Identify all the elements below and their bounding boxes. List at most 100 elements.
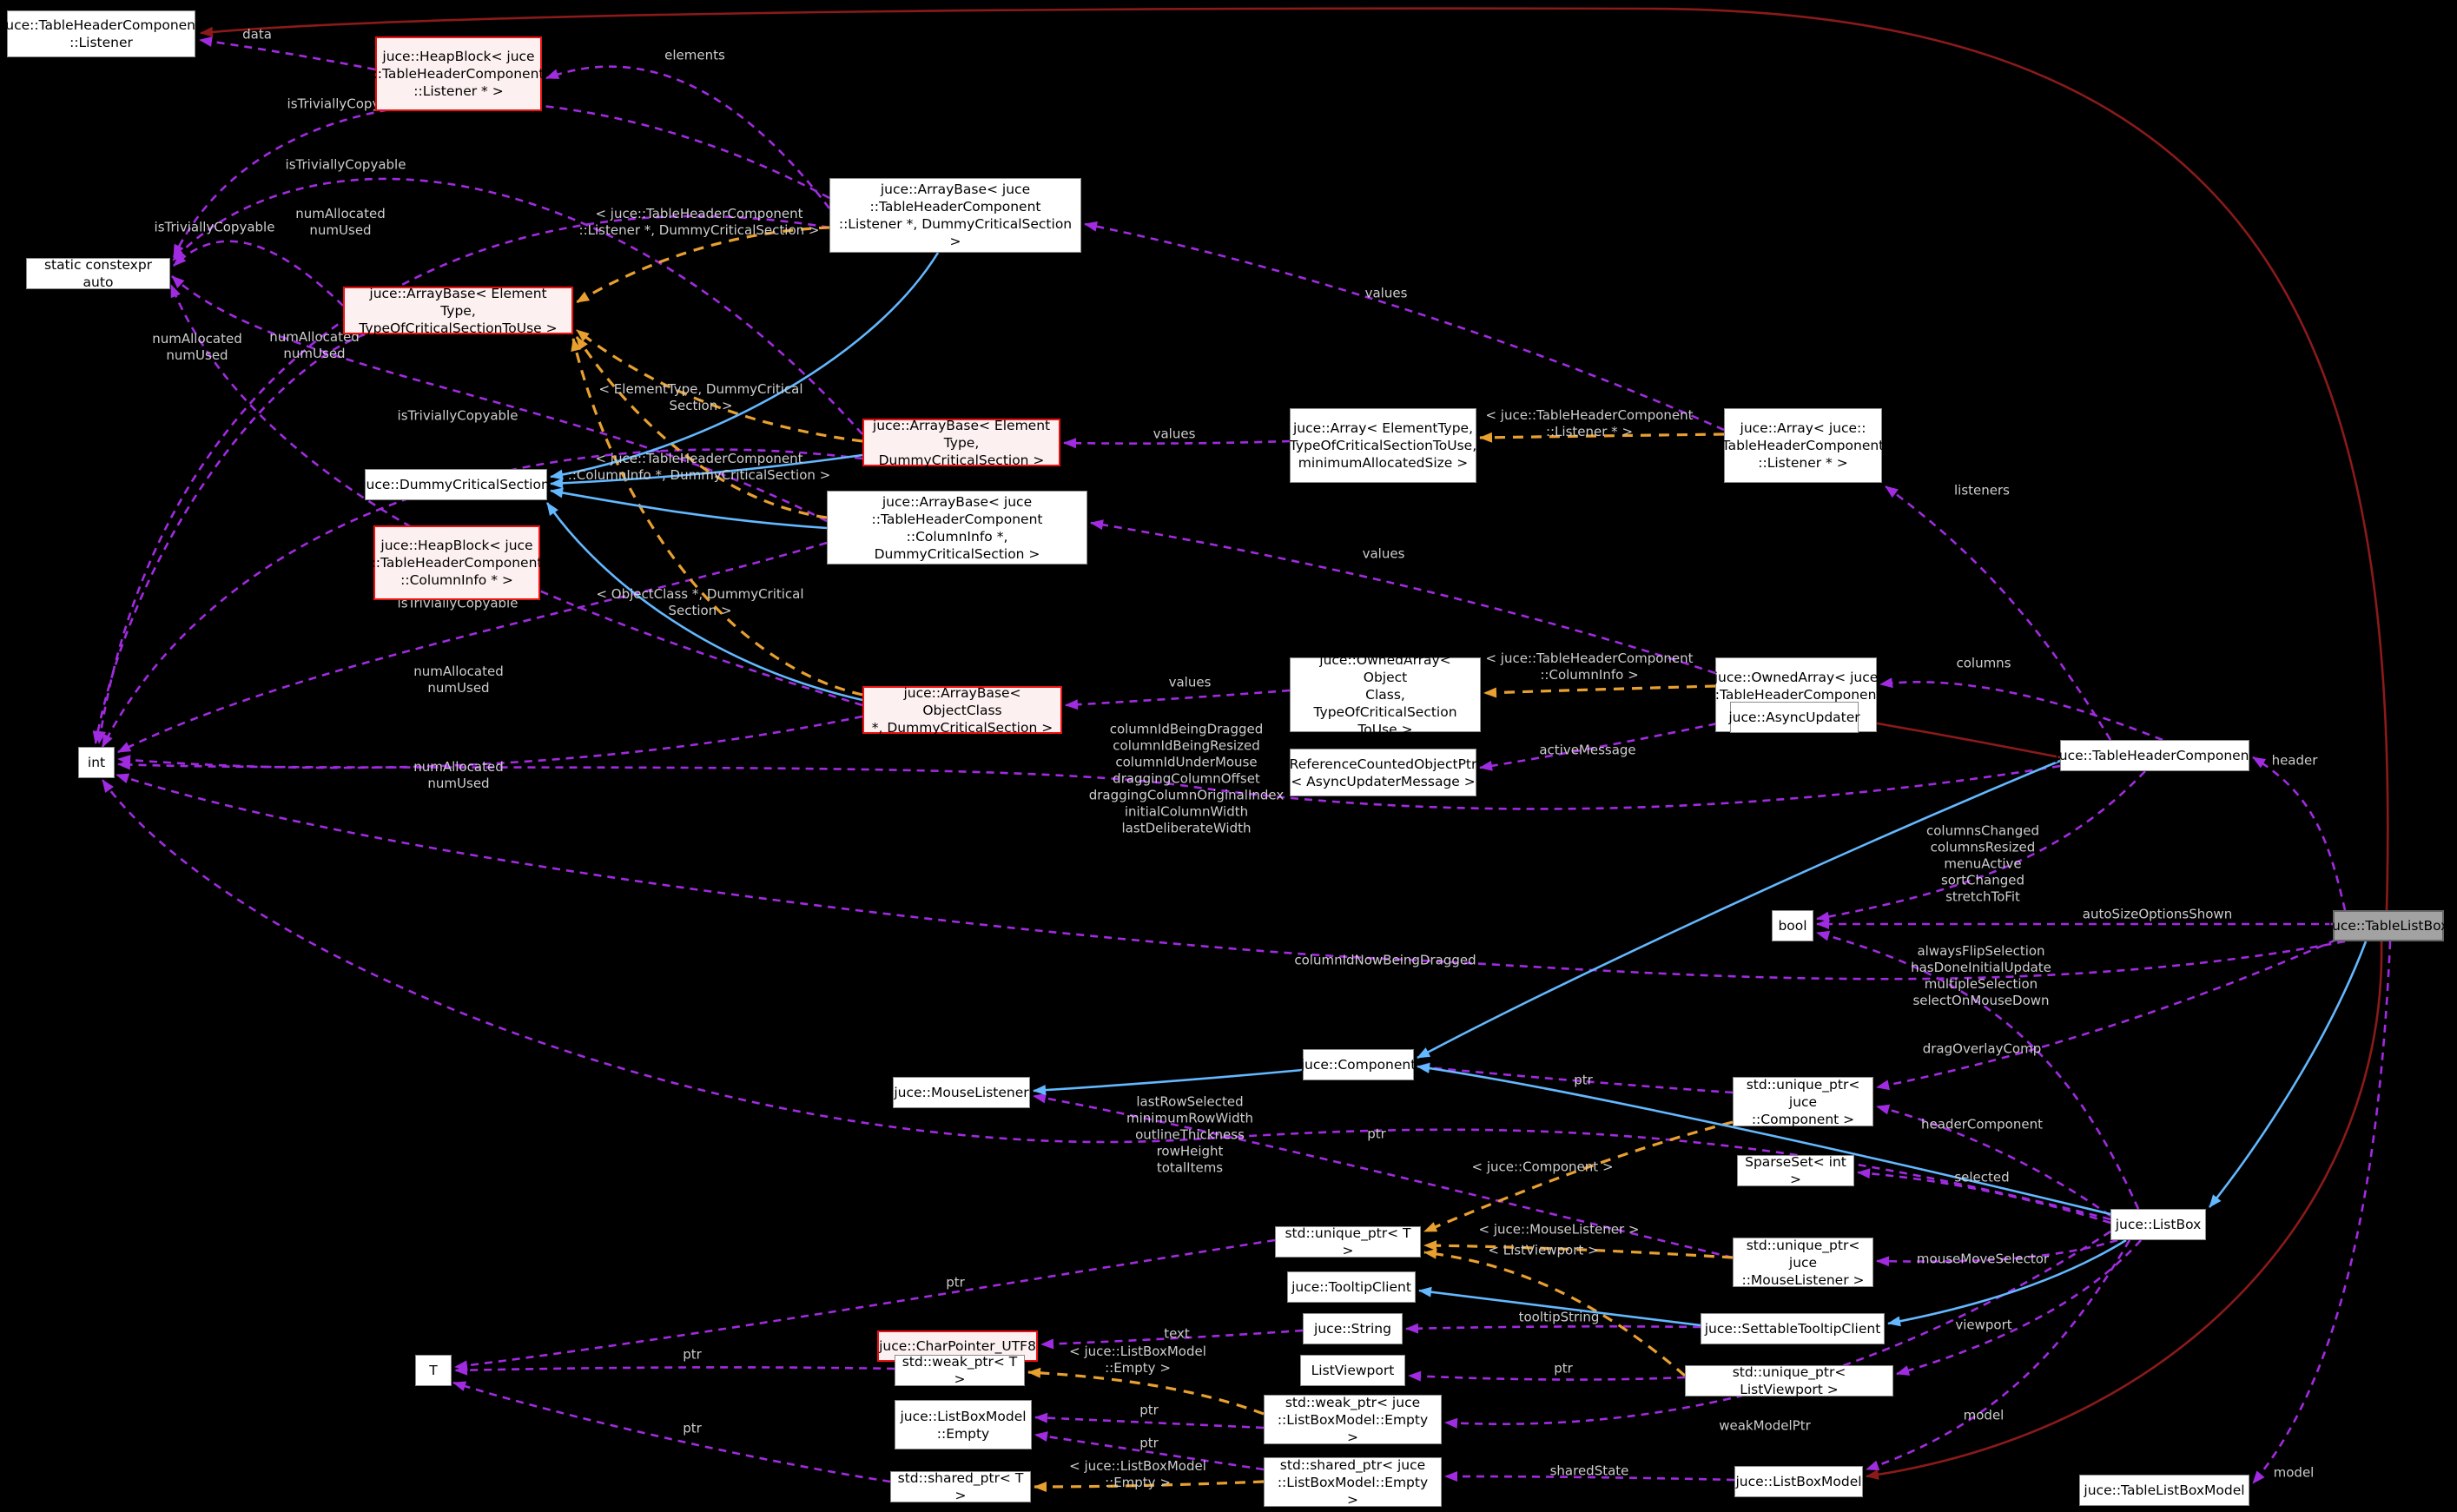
edge-arraybase-elem-cs-to-int	[92, 333, 366, 744]
edge-uptr-mouselistener-to-uptr-t	[1423, 1240, 1734, 1259]
edge-tableheadercomponent-to-component	[1417, 759, 2061, 1060]
node-settabletooltipclient[interactable]: juce::SettableTooltipClient	[1701, 1313, 1885, 1344]
node-listboxmodel-empty[interactable]: juce::ListBoxModel ::Empty	[895, 1400, 1032, 1449]
edge-listboxmodel-to-sharedptr-empty	[1444, 1471, 1735, 1482]
node-uptr-mouselistener[interactable]: std::unique_ptr< juce ::MouseListener >	[1733, 1238, 1873, 1288]
edge-tablelistbox-to-listboxmodel	[1866, 941, 2383, 1480]
edge-array-listener-to-array-elem	[1479, 432, 1725, 443]
node-weakptr-empty[interactable]: std::weak_ptr< juce ::ListBoxModel::Empt…	[1264, 1395, 1442, 1445]
edge-heapblock-listener-to-thc-listener	[199, 36, 376, 71]
edge-weakptr-t-to-t	[454, 1364, 895, 1376]
node-dummy-critical-section[interactable]: juce::DummyCriticalSection	[362, 469, 550, 500]
edge-arraybase-elem-cs-to-static-constexpr-auto	[173, 240, 344, 307]
edge-uptr-listviewport-to-uptr-t	[1423, 1248, 1687, 1377]
node-uptr-component[interactable]: std::unique_ptr< juce ::Component >	[1733, 1077, 1873, 1127]
node-tablelistboxmodel[interactable]: juce::TableListBoxModel	[2079, 1475, 2249, 1506]
edge-listbox-to-uptr-mouselistener	[1876, 1238, 2118, 1267]
node-thc-listener[interactable]: juce::TableHeaderComponent ::Listener	[2, 10, 201, 57]
edge-sharedptr-t-to-t	[452, 1381, 891, 1483]
edge-tablelistbox-to-listbox	[2208, 941, 2368, 1208]
node-array-listener[interactable]: juce::Array< juce:: TableHeaderComponent…	[1722, 408, 1884, 483]
node-int[interactable]: int	[78, 747, 115, 778]
edge-arraybase-object-dummy-to-int	[117, 715, 863, 769]
edge-tablelistbox-to-tableheadercomponent	[2252, 756, 2347, 911]
node-array-elem[interactable]: juce::Array< ElementType, TypeOfCritical…	[1290, 408, 1476, 483]
edge-arraybase-elem-dummy-to-dummy-critical-section	[550, 453, 863, 489]
edge-ownedarray-object-to-arraybase-object-dummy	[1065, 689, 1291, 710]
node-listviewport[interactable]: ListViewport	[1300, 1355, 1405, 1386]
edge-uptr-component-to-component	[1417, 1062, 1734, 1094]
node-arraybase-listener-dummy[interactable]: juce::ArrayBase< juce ::TableHeaderCompo…	[829, 178, 1081, 253]
edge-arraybase-elem-dummy-to-arraybase-elem-cs	[576, 328, 863, 443]
node-listbox[interactable]: juce::ListBox	[2110, 1209, 2206, 1240]
node-bool[interactable]: bool	[1772, 910, 1813, 941]
edge-weakptr-empty-to-listboxmodel-empty	[1034, 1412, 1265, 1429]
edge-sharedptr-empty-to-sharedptr-t	[1034, 1480, 1265, 1492]
edge-arraybase-object-dummy-to-arraybase-elem-cs	[571, 338, 863, 697]
node-arraybase-columninfo-dummy[interactable]: juce::ArrayBase< juce ::TableHeaderCompo…	[827, 491, 1087, 565]
node-arraybase-object-dummy[interactable]: juce::ArrayBase< ObjectClass *, DummyCri…	[862, 685, 1062, 736]
edge-uptr-t-to-t	[454, 1238, 1276, 1371]
node-uptr-listviewport[interactable]: std::unique_ptr< ListViewport >	[1685, 1364, 1893, 1397]
edge-arraybase-object-dummy-to-dummy-critical-section	[545, 502, 863, 702]
node-heapblock-columninfo[interactable]: juce::HeapBlock< juce ::TableHeaderCompo…	[372, 525, 542, 600]
node-sharedptr-t[interactable]: std::shared_ptr< T >	[890, 1470, 1031, 1503]
node-heapblock-listener[interactable]: juce::HeapBlock< juce ::TableHeaderCompo…	[373, 36, 544, 111]
edge-uptr-component-to-uptr-t	[1423, 1120, 1734, 1233]
edge-arraybase-elem-dummy-to-int	[101, 448, 863, 748]
edge-arraybase-columninfo-dummy-to-dummy-critical-section	[550, 487, 828, 530]
edge-settabletooltipclient-to-tooltipclient	[1418, 1286, 1701, 1327]
edge-arraybase-elem-dummy-to-static-constexpr-auto	[172, 177, 863, 435]
node-tableheadercomponent[interactable]: juce::TableHeaderComponent	[2055, 740, 2255, 771]
edge-arraybase-columninfo-dummy-to-int	[117, 541, 828, 754]
edge-listbox-to-bool	[1816, 930, 2140, 1210]
node-component[interactable]: juce::Component	[1301, 1049, 1416, 1080]
node-mouselistener[interactable]: juce::MouseListener	[893, 1077, 1030, 1108]
node-static-constexpr-auto[interactable]: static constexpr auto	[26, 257, 170, 290]
node-tooltipclient[interactable]: juce::TooltipClient	[1287, 1271, 1416, 1303]
node-listboxmodel[interactable]: juce::ListBoxModel	[1734, 1466, 1863, 1497]
edge-tableheadercomponent-to-bool	[1816, 770, 2146, 922]
edge-arraybase-columninfo-dummy-to-static-constexpr-auto	[171, 275, 828, 523]
edge-listbox-to-sparseset-int	[1857, 1168, 2111, 1225]
node-uptr-t[interactable]: std::unique_ptr< T >	[1275, 1225, 1421, 1258]
node-arraybase-elem-dummy[interactable]: juce::ArrayBase< Element Type, DummyCrit…	[862, 418, 1060, 468]
edge-tablelistbox-to-tablelistboxmodel	[2252, 941, 2392, 1484]
edge-listbox-to-uptr-component	[1876, 1104, 2111, 1218]
edge-listbox-to-uptr-listviewport	[1896, 1239, 2142, 1376]
edge-listbox-to-component	[1417, 1063, 2111, 1216]
edge-tablelistbox-to-int	[116, 773, 2346, 980]
node-ownedarray-object[interactable]: juce::OwnedArray< Object Class, TypeOfCr…	[1290, 652, 1481, 737]
node-asyncupdater[interactable]: juce::AsyncUpdater	[1728, 702, 1860, 733]
edge-tableheadercomponent-to-asyncupdater	[1861, 717, 2061, 759]
node-weakptr-t[interactable]: std::weak_ptr< T >	[895, 1354, 1025, 1387]
edge-listbox-to-listboxmodel	[1866, 1239, 2131, 1471]
edge-component-to-mouselistener	[1033, 1068, 1304, 1096]
node-t[interactable]: T	[415, 1355, 452, 1386]
edge-array-elem-to-arraybase-elem-dummy	[1063, 438, 1291, 449]
node-tablelistbox[interactable]: juce::TableListBox	[2328, 910, 2448, 941]
node-string[interactable]: juce::String	[1303, 1313, 1403, 1344]
edge-ownedarray-columninfo-to-arraybase-columninfo-dummy	[1090, 519, 1716, 675]
edge-settabletooltipclient-to-string	[1405, 1323, 1701, 1334]
edge-tableheadercomponent-to-ownedarray-columninfo	[1879, 677, 2163, 742]
edge-arraybase-columninfo-dummy-to-arraybase-elem-cs	[575, 336, 828, 519]
edge-string-to-charpointer-utf8	[1040, 1329, 1304, 1350]
node-refcounted-asyncupdater[interactable]: ReferenceCountedObjectPtr < AsyncUpdater…	[1290, 749, 1476, 796]
node-arraybase-elem-cs[interactable]: juce::ArrayBase< Element Type, TypeOfCri…	[343, 286, 573, 336]
edge-uptr-listviewport-to-listviewport	[1408, 1370, 1686, 1382]
edge-arraybase-listener-dummy-to-arraybase-elem-cs	[576, 226, 830, 304]
edge-tableheadercomponent-to-int	[117, 759, 2061, 810]
edge-tablelistbox-to-uptr-component	[1876, 938, 2337, 1091]
edge-arraybase-listener-dummy-to-static-constexpr-auto	[172, 101, 830, 258]
edge-listbox-to-int	[101, 779, 2111, 1221]
node-sharedptr-empty[interactable]: std::shared_ptr< juce ::ListBoxModel::Em…	[1264, 1457, 1442, 1508]
edge-arraybase-listener-dummy-to-heapblock-listener	[545, 65, 831, 209]
edge-listbox-to-settabletooltipclient	[1887, 1238, 2127, 1327]
edge-listbox-to-weakptr-empty	[1444, 1230, 2111, 1429]
edge-weakptr-empty-to-weakptr-t	[1027, 1367, 1265, 1416]
edge-arraybase-listener-dummy-to-dummy-critical-section	[550, 252, 940, 480]
edge-tableheadercomponent-to-array-listener	[1885, 485, 2112, 741]
node-sparseset-int[interactable]: SparseSet< int >	[1737, 1154, 1854, 1187]
